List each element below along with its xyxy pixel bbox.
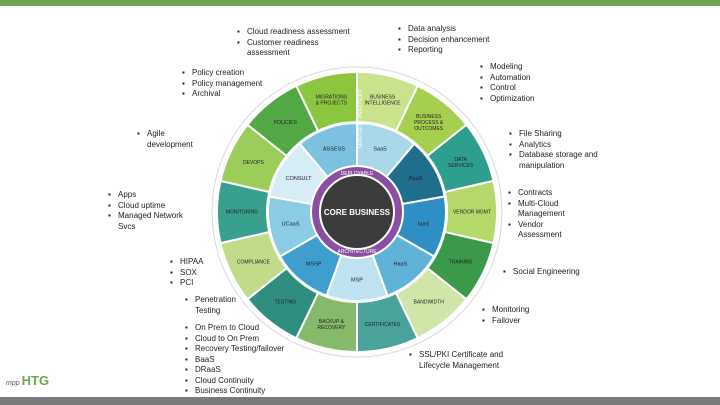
note-data-analysis: Data analysis Decision enhancement Repor…	[398, 24, 518, 56]
note-item: BaaS	[185, 355, 300, 366]
core-label: CORE BUSINESS	[324, 208, 391, 217]
inner-ring-label: PaaS	[409, 176, 423, 182]
note-item: Contracts	[508, 188, 588, 199]
outer-ring-label: TRAINING	[449, 260, 473, 266]
outer-ring-label: MIGRATIONS& PROJECTS	[316, 95, 348, 107]
note-item: Penetration Testing	[185, 295, 250, 316]
inner-ring-label: IaaS	[418, 222, 430, 228]
inner-ring-label: HaaS	[394, 262, 408, 268]
note-item: PCI	[170, 278, 230, 289]
outer-ring-label: TESTING	[274, 300, 296, 306]
note-item: Social Engineering	[503, 267, 593, 278]
outer-ring-label: VENDOR MGMT	[453, 210, 491, 216]
top-accent-bar	[0, 0, 720, 6]
inner-ring-label: MSSP	[306, 262, 322, 268]
outer-ring-label: COMPLIANCE	[237, 260, 271, 266]
note-item: Database storage and manipulation	[509, 150, 599, 171]
note-item: Monitoring	[482, 305, 552, 316]
note-item: Recovery Testing/failover	[185, 344, 300, 355]
inner-ring: SaaS PaaS IaaS HaaS MSP MSSP UCaaS CONSULT ASSES…	[267, 121, 447, 302]
note-item: Agile development	[137, 129, 207, 150]
note-on-prem: On Prem to Cloud Cloud to On Prem Recove…	[185, 323, 300, 397]
note-monitoring: Monitoring Failover	[482, 305, 552, 326]
note-modeling: Modeling Automation Control Optimization	[480, 62, 570, 104]
outer-ring-label: BACKUP &RECOVERY	[317, 319, 346, 331]
inner-ring-label: ASSESS	[323, 146, 345, 152]
note-item: Cloud to On Prem	[185, 334, 300, 345]
note-item: Data analysis	[398, 24, 518, 35]
note-ssl: SSL/PKI Certificate and Lifecycle Manage…	[409, 350, 509, 371]
note-item: Cloud readiness assessment	[237, 27, 362, 38]
note-item: Cloud Continuity	[185, 376, 300, 387]
note-item: On Prem to Cloud	[185, 323, 300, 334]
note-item: Vendor Assessment	[508, 220, 588, 241]
note-hipaa: HIPAA SOX PCI	[170, 257, 230, 289]
note-item: Policy management	[182, 79, 272, 90]
note-apps: Apps Cloud uptime Managed Network Svcs	[108, 190, 198, 232]
outer-ring-label: POLICIES	[274, 120, 298, 126]
outer-ring-label: CERTIFICATES	[365, 322, 401, 328]
note-item: Business Continuity	[185, 386, 300, 397]
note-item: Archival	[182, 89, 272, 100]
note-item: Reporting	[398, 45, 518, 56]
services-label: SERVICES	[358, 123, 364, 149]
note-item: Decision enhancement	[398, 35, 518, 46]
logo-text: HTG	[21, 373, 50, 388]
note-item: Apps	[108, 190, 198, 201]
inner-ring-label: MSP	[351, 277, 363, 283]
note-item: Failover	[482, 316, 552, 327]
note-contracts: Contracts Multi-Cloud Management Vendor …	[508, 188, 588, 241]
ring-bottom-label: ARCHITECTURE	[337, 249, 377, 255]
note-item: Control	[480, 83, 570, 94]
note-item: Multi-Cloud Management	[508, 199, 588, 220]
logo-mark: mpp	[6, 380, 20, 387]
note-policy: Policy creation Policy management Archiv…	[182, 68, 272, 100]
note-item: Automation	[480, 73, 570, 84]
inner-ring-segment	[298, 121, 358, 179]
note-item: HIPAA	[170, 257, 230, 268]
practices-label: PRACTICES	[358, 89, 364, 118]
note-item: Cloud uptime	[108, 201, 198, 212]
note-item: File Sharing	[509, 129, 599, 140]
core-circle	[319, 174, 395, 250]
note-item: SSL/PKI Certificate and Lifecycle Manage…	[409, 350, 509, 371]
note-agile: Agile development	[137, 129, 207, 150]
outer-ring-label: MONITORING	[226, 210, 259, 216]
note-item: Managed Network Svcs	[108, 211, 198, 232]
note-item: DRaaS	[185, 365, 300, 376]
ring-top-label: DEPLOYABLE	[341, 171, 374, 177]
note-item: Customer readiness assessment	[237, 38, 362, 59]
note-penetration-testing: Penetration Testing	[185, 295, 250, 316]
note-file-sharing: File Sharing Analytics Database storage …	[509, 129, 599, 171]
inner-ring-label: SaaS	[373, 146, 387, 152]
inner-ring-label: CONSULT	[286, 176, 313, 182]
note-item: Modeling	[480, 62, 570, 73]
bottom-accent-bar	[0, 397, 720, 405]
note-item: Analytics	[509, 140, 599, 151]
note-item: Policy creation	[182, 68, 272, 79]
note-social-engineering: Social Engineering	[503, 267, 593, 278]
note-item: Optimization	[480, 94, 570, 105]
note-cloud-readiness: Cloud readiness assessment Customer read…	[237, 27, 362, 59]
note-item: SOX	[170, 268, 230, 279]
outer-ring-label: BANDWIDTH	[414, 300, 445, 306]
inner-ring-label: UCaaS	[282, 222, 300, 228]
outer-ring-label: DEVOPS	[243, 160, 265, 166]
